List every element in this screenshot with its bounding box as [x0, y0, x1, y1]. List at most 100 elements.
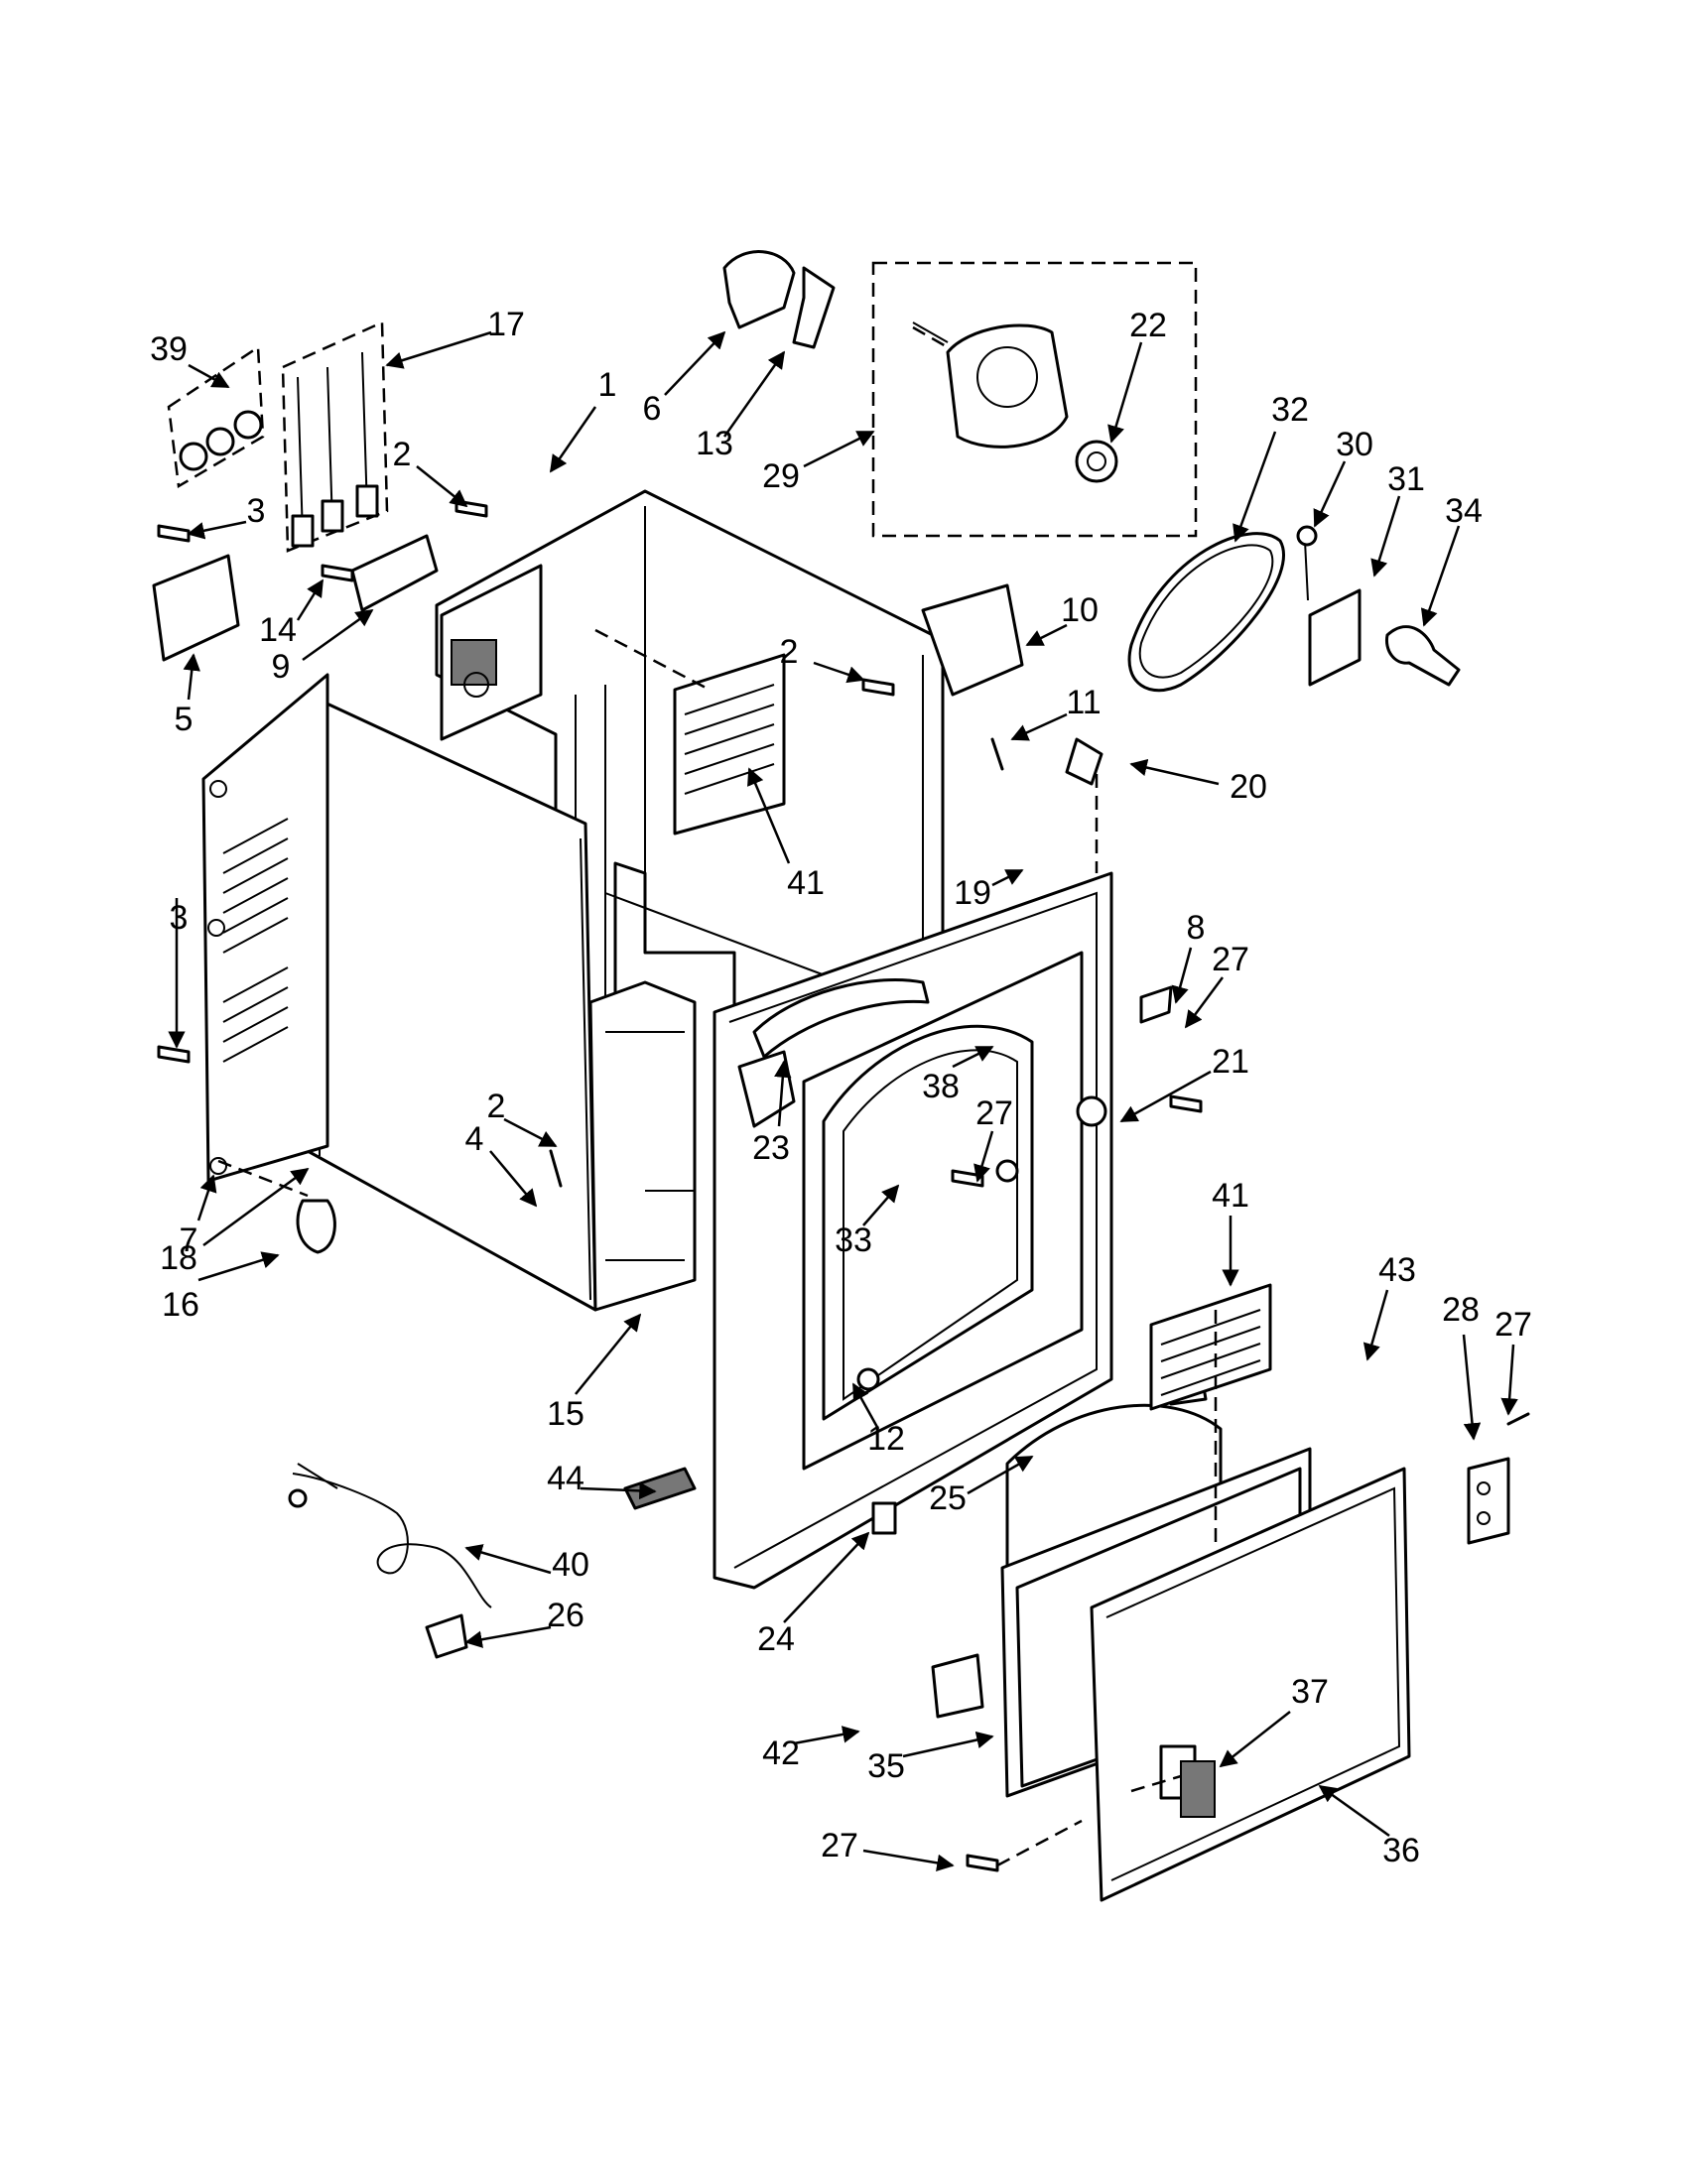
callout-41: 41 [787, 864, 825, 902]
callout-20: 20 [1230, 768, 1267, 806]
callout-30: 30 [1336, 426, 1373, 463]
leader-arrow [580, 1481, 657, 1500]
leader-arrow [813, 661, 865, 684]
callout-10: 10 [1061, 591, 1099, 629]
assembly-lines [217, 325, 1218, 1867]
callout-32: 32 [1271, 391, 1309, 429]
callout-6: 6 [642, 390, 662, 428]
leader-arrow [747, 767, 791, 864]
leader-arrow [302, 608, 374, 662]
leader-arrow [973, 1130, 994, 1183]
callout-34: 34 [1445, 492, 1483, 530]
callout-44: 44 [547, 1460, 584, 1497]
callout-4: 4 [464, 1120, 484, 1158]
callout-24: 24 [757, 1620, 795, 1658]
leader-arrow [1233, 431, 1277, 543]
callout-3: 3 [246, 492, 266, 530]
rear-panel [201, 673, 329, 1183]
leader-arrow [1219, 1711, 1291, 1768]
power-cord [288, 1463, 492, 1659]
callout-23: 23 [752, 1129, 790, 1167]
callout-39: 39 [150, 330, 188, 368]
door-hinge [1467, 1457, 1510, 1545]
callout-14: 14 [259, 611, 297, 649]
leader-arrow [464, 1625, 552, 1648]
leader-arrow [196, 1174, 217, 1221]
leader-arrow [503, 1117, 558, 1148]
cabinet-frame [435, 489, 945, 1242]
leader-arrow [187, 520, 247, 540]
leader-arrow [1184, 976, 1225, 1029]
leader-arrow [664, 330, 726, 396]
leader-arrow [803, 430, 875, 468]
leader-arrow [464, 1544, 552, 1575]
leader-arrow [1313, 460, 1347, 528]
callout-8: 8 [1186, 909, 1206, 947]
callout-27: 27 [975, 1094, 1013, 1132]
callout-28: 28 [1442, 1291, 1480, 1329]
idler-assembly [1296, 525, 1461, 687]
leader-arrow [991, 868, 1024, 887]
leader-arrow [197, 1251, 280, 1282]
leader-arrow [851, 1382, 880, 1430]
callout-5: 5 [174, 701, 194, 738]
drive-belt [1127, 532, 1285, 693]
callout-27: 27 [1494, 1306, 1532, 1344]
leader-arrow [1129, 758, 1220, 786]
leader-arrow [1420, 525, 1461, 627]
callout-25: 25 [929, 1479, 967, 1517]
leader-arrow [1010, 712, 1068, 741]
leader-arrow [183, 653, 200, 701]
leader-arrow [722, 350, 786, 438]
callout-2: 2 [486, 1088, 506, 1125]
callout-1: 1 [597, 366, 617, 404]
leader-arrow [1025, 623, 1068, 647]
callout-3: 3 [169, 899, 189, 937]
leader-arrow [1171, 947, 1193, 1004]
callout-36: 36 [1382, 1832, 1420, 1869]
callout-22: 22 [1129, 307, 1167, 344]
callout-43: 43 [1378, 1251, 1416, 1289]
leader-arrow [416, 465, 468, 508]
callout-21: 21 [1212, 1043, 1249, 1081]
callout-2: 2 [392, 436, 412, 473]
leader-arrow [549, 406, 597, 473]
leader-arrow [188, 363, 230, 389]
leader-arrow [202, 1167, 310, 1247]
leader-arrow [1500, 1344, 1518, 1416]
screws [157, 499, 1530, 1872]
callout-33: 33 [835, 1221, 872, 1259]
leader-arrow [1462, 1334, 1482, 1441]
callout-37: 37 [1291, 1673, 1329, 1711]
callout-35: 35 [867, 1747, 905, 1785]
leader-arrow [1363, 1289, 1389, 1361]
leader-arrow [1119, 1070, 1212, 1123]
motor-mount [722, 250, 836, 349]
leader-arrow [967, 1455, 1034, 1495]
leader-arrow [1107, 341, 1143, 444]
callout-38: 38 [922, 1068, 960, 1105]
callout-19: 19 [954, 874, 991, 912]
front-panel [713, 871, 1113, 1590]
callout-7: 7 [179, 1221, 198, 1259]
motor-assembly [871, 261, 1198, 538]
leader-arrow [862, 1184, 900, 1226]
callout-27: 27 [1212, 941, 1249, 978]
callout-16: 16 [162, 1286, 199, 1324]
callout-leaders [168, 330, 1518, 1872]
callout-29: 29 [762, 457, 800, 495]
callout-17: 17 [487, 306, 525, 343]
leader-arrow [1318, 1784, 1390, 1838]
callout-15: 15 [547, 1395, 584, 1433]
callout-27: 27 [821, 1827, 858, 1864]
leader-arrow [902, 1731, 994, 1758]
small-parts [296, 583, 1208, 1719]
callout-26: 26 [547, 1597, 584, 1634]
cabinet-side-panel [306, 693, 697, 1312]
callout-9: 9 [271, 648, 291, 686]
callout-18: 18 [160, 1239, 197, 1277]
callout-2: 2 [779, 633, 799, 671]
callout-31: 31 [1387, 460, 1425, 498]
